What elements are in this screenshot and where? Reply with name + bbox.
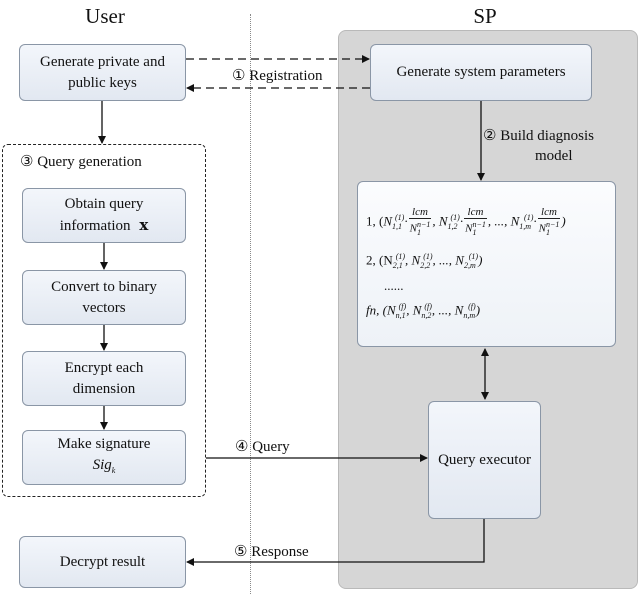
convert-line2: vectors	[82, 299, 126, 316]
obtain-query-line2: information	[59, 218, 131, 234]
decrypt-box: Decrypt result	[19, 536, 186, 588]
query-label: ④ Query	[235, 439, 290, 455]
convert-box: Convert to binary vectors	[22, 270, 186, 325]
signature-sub: k	[111, 466, 116, 475]
lane-divider	[250, 14, 251, 594]
query-executor-box: Query executor	[428, 401, 541, 519]
model-rowf-lead: fn, (	[366, 302, 387, 318]
convert-line1: Convert to binary	[51, 278, 157, 295]
registration-label: ① Registration	[232, 68, 323, 84]
gen-params-label: Generate system parameters	[396, 64, 566, 80]
response-arrow	[186, 519, 485, 566]
response-label: ⑤ Response	[234, 544, 309, 560]
decrypt-label: Decrypt result	[59, 553, 146, 570]
user-header: User	[85, 4, 125, 28]
keygen-line2: public keys	[68, 74, 137, 91]
keygen-line1: Generate private and	[40, 53, 165, 70]
query-generation-frame	[2, 144, 206, 497]
signature-var: Sig	[92, 457, 112, 473]
keygen-box: Generate private and public keys	[19, 44, 186, 101]
encrypt-line2: dimension	[72, 380, 136, 397]
model-row1-lead: 1, (	[366, 213, 384, 229]
model-row2-lead: 2, (N	[366, 252, 393, 268]
gen-params-box: Generate system parameters	[370, 44, 592, 101]
encrypt-line1: Encrypt each	[64, 359, 144, 376]
encrypt-box: Encrypt each dimension	[22, 351, 186, 406]
build-model-label-2: model	[535, 148, 573, 164]
signature-line1: Make signature	[57, 436, 151, 452]
signature-box: Make signature Sigk	[22, 430, 186, 485]
obtain-query-box: Obtain query information x	[22, 188, 186, 243]
query-executor-label: Query executor	[438, 451, 531, 468]
query-vector-x: x	[139, 216, 149, 234]
model-ellipsis: ......	[384, 278, 404, 293]
query-generation-title: ③ Query generation	[20, 154, 142, 170]
obtain-query-line1: Obtain query	[64, 196, 144, 212]
sp-header: SP	[473, 4, 497, 28]
build-model-label-1: ② Build diagnosis	[483, 128, 594, 144]
model-row-2: 2, (N2,1(1), N2,2(1), ..., N2,m(1))	[366, 252, 483, 270]
model-row-fn: fn, (Nn,1(f), Nn,2(f), ..., Nn,m(f))	[366, 302, 481, 320]
